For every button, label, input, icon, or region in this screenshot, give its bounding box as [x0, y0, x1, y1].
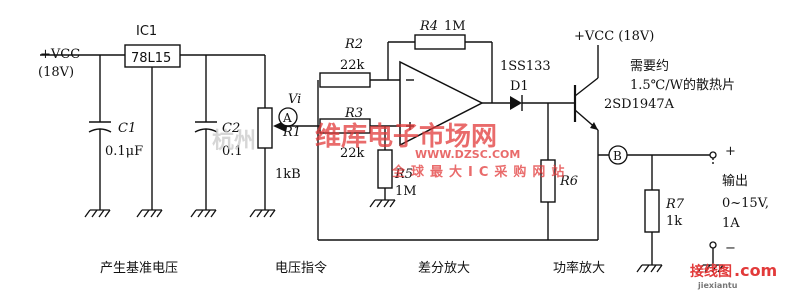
c1-ref: C1	[118, 121, 136, 136]
supply-right-label: +VCC (18V)	[574, 29, 654, 44]
output-label: 输出	[722, 173, 748, 189]
resistor-r5	[377, 126, 393, 200]
regulator-part: 78L15	[131, 51, 171, 66]
r2-value: 22k	[340, 58, 365, 73]
r5-ref: R5	[394, 167, 413, 182]
r1-value: 1kB	[275, 167, 301, 182]
r3-ref: R3	[344, 106, 363, 121]
potentiometer-r1	[257, 55, 286, 210]
output-plus: +	[725, 144, 736, 159]
resistor-r7	[644, 155, 660, 265]
output-current: 1A	[722, 216, 740, 231]
r6-ref: R6	[559, 174, 578, 189]
capacitor-c1	[88, 55, 112, 210]
r7-ref: R7	[665, 197, 685, 212]
corner-watermark-url: jiexiantu	[697, 281, 738, 290]
diode-d1	[510, 95, 575, 111]
transistor-label: 2SD1947A	[604, 97, 675, 112]
supply-left-voltage: (18V)	[38, 65, 74, 80]
resistor-r6	[540, 103, 556, 240]
watermark-tagline: 全球最大IC采购网站	[391, 164, 570, 180]
transistor-q1	[573, 45, 599, 155]
r4-value: 1M	[444, 19, 466, 34]
heatsink-note-line2: 1.5℃/W的散热片	[630, 77, 735, 93]
section-label-reference: 产生基准电压	[100, 261, 178, 276]
corner-watermark-com: .com	[734, 261, 777, 280]
output-minus: −	[725, 241, 736, 256]
ground-symbols	[84, 199, 724, 273]
resistor-r2	[317, 72, 400, 240]
regulator-ic1	[124, 44, 181, 210]
node-a-label: A	[282, 111, 292, 125]
r4-ref: R4	[419, 19, 438, 34]
corner-watermark: 接线图 .com jiexiantu	[690, 261, 777, 290]
diode-ref-label: D1	[510, 79, 529, 94]
diode-part-label: 1SS133	[500, 59, 551, 74]
op-amp	[399, 60, 484, 147]
r2-ref: R2	[344, 37, 363, 52]
input-node-label: Vi	[288, 92, 301, 107]
output-terminals	[709, 151, 717, 265]
regulator-ref: IC1	[136, 24, 157, 39]
watermark-city: 杭州	[212, 128, 256, 154]
capacitor-c2	[194, 55, 218, 210]
r3-value: 22k	[340, 146, 365, 161]
output-range: 0~15V,	[722, 196, 769, 211]
r1-ref: R1	[282, 125, 301, 140]
section-label-power-amp: 功率放大	[553, 260, 605, 276]
c2-value: 0.1	[222, 144, 243, 159]
section-label-command: 电压指令	[275, 261, 327, 276]
watermark-url: WWW.DZSC.COM	[415, 148, 520, 161]
node-b-label: B	[613, 149, 622, 163]
heatsink-note-line1: 需要约	[630, 59, 669, 74]
r7-value: 1k	[666, 214, 682, 229]
section-label-diff-amp: 差分放大	[418, 261, 470, 276]
c1-value: 0.1μF	[105, 144, 143, 159]
supply-left-label: +VCC	[40, 47, 80, 62]
corner-watermark-text: 接线图	[690, 263, 732, 280]
c2-ref: C2	[222, 121, 240, 136]
node-b-marker	[608, 145, 628, 165]
watermark-main: 维库电子市场网	[315, 121, 497, 152]
resistor-r4	[387, 34, 493, 103]
r5-value: 1M	[395, 184, 417, 199]
watermark: 维库电子市场网 WWW.DZSC.COM 全球最大IC采购网站 杭州	[212, 121, 570, 180]
